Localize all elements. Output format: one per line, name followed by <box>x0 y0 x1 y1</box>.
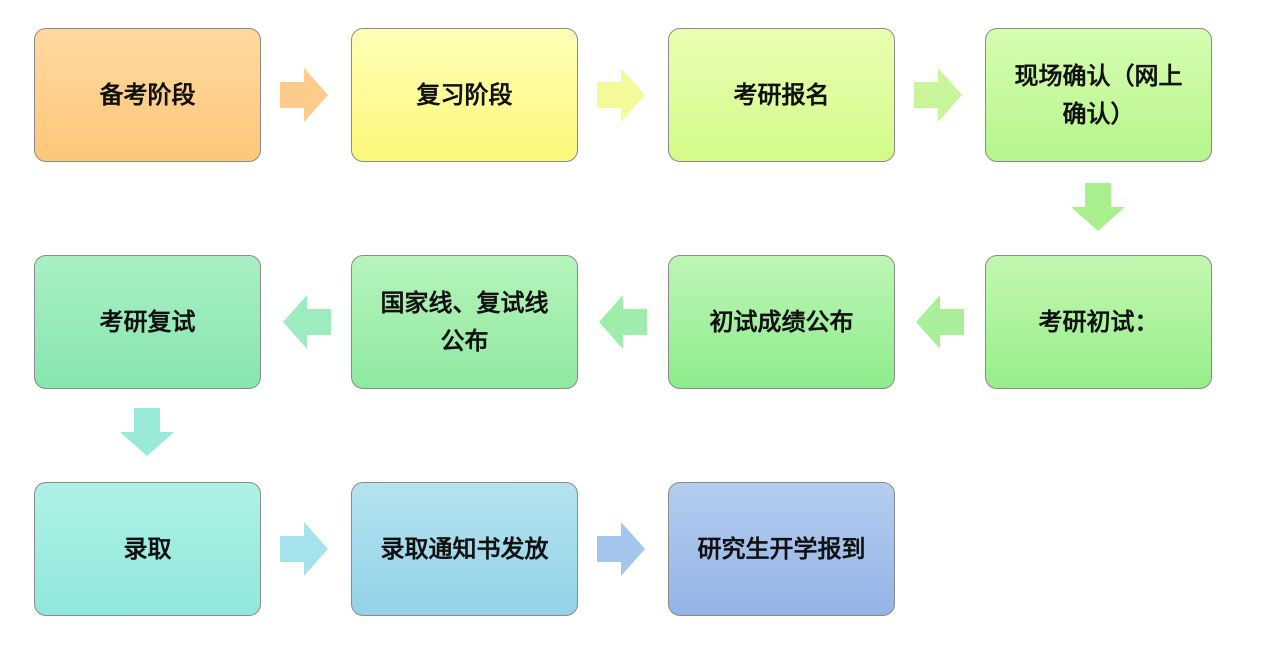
arrow-left-icon <box>599 295 647 349</box>
step-label: 研究生开学报到 <box>697 535 866 563</box>
arrow-right-icon <box>597 522 645 576</box>
step-label-line-1: 国家线、复试线 <box>380 289 549 317</box>
step-admission-notice: 录取通知书发放 <box>351 482 578 616</box>
step-label: 考研初试： <box>1038 308 1159 336</box>
step-label-line-2: 公布 <box>440 327 489 355</box>
step-retest: 考研复试 <box>34 255 261 389</box>
arrow-right-icon <box>280 68 328 122</box>
step-label: 备考阶段 <box>99 81 196 109</box>
step-initial-score-release: 初试成绩公布 <box>668 255 895 389</box>
arrow-right-icon <box>914 68 962 122</box>
step-label-line-2: 确认） <box>1062 100 1135 128</box>
step-onsite-confirmation: 现场确认（网上 确认） <box>985 28 1212 162</box>
step-label-group: 国家线、复试线 公布 <box>381 284 549 360</box>
arrow-down-icon <box>120 408 174 456</box>
step-label: 考研报名 <box>733 81 830 109</box>
step-label-group: 现场确认（网上 确认） <box>1015 57 1183 133</box>
step-label-line-1: 现场确认（网上 <box>1014 62 1183 90</box>
step-admission: 录取 <box>34 482 261 616</box>
step-cutoff-lines-release: 国家线、复试线 公布 <box>351 255 578 389</box>
arrow-down-icon <box>1071 183 1125 231</box>
arrow-left-icon <box>916 295 964 349</box>
step-label: 录取 <box>123 535 172 563</box>
step-prepare-stage: 备考阶段 <box>34 28 261 162</box>
step-label: 录取通知书发放 <box>380 535 549 563</box>
step-review-stage: 复习阶段 <box>351 28 578 162</box>
step-label: 初试成绩公布 <box>709 308 854 336</box>
arrow-left-icon <box>283 295 331 349</box>
arrow-right-icon <box>597 68 645 122</box>
step-label: 复习阶段 <box>416 81 513 109</box>
step-registration: 考研报名 <box>668 28 895 162</box>
step-initial-exam: 考研初试： <box>985 255 1212 389</box>
step-enrollment-registration: 研究生开学报到 <box>668 482 895 616</box>
step-label: 考研复试 <box>99 308 196 336</box>
arrow-right-icon <box>280 522 328 576</box>
